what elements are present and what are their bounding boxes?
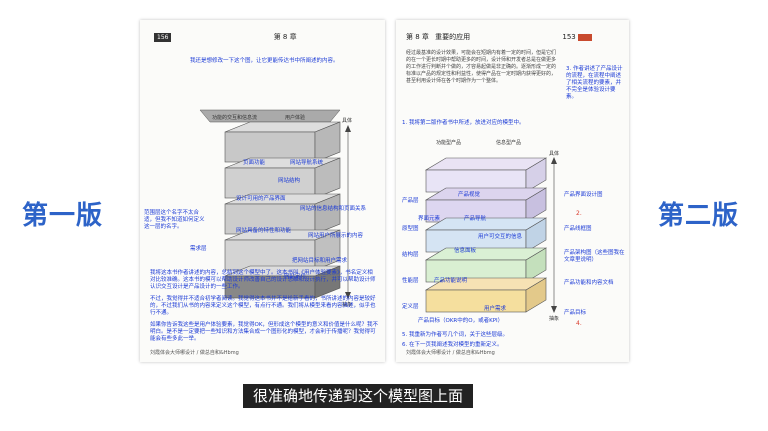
type-informational: 信息型产品: [496, 139, 521, 146]
marker-2: 2.: [576, 210, 582, 217]
chapter-title: 重要的应用: [435, 33, 471, 41]
note-page-function: 页面功能: [243, 160, 266, 166]
right-annotation: 3. 作者讲述了产品设计的流程，在流程中阐述了相关流程的要素，并不完全是体验设计…: [566, 66, 623, 100]
layer-diagram-v1: 具体 抽象 功能的交互和信息流 用户体验: [199, 109, 352, 308]
left-item-performance: 性能层: [402, 278, 419, 284]
left-item-product: 产品层: [402, 198, 419, 204]
left-item-ui-elements: 界面元素: [418, 216, 441, 222]
note-usable-ui: 设计可用的产品界面: [236, 196, 286, 202]
note-info-panel: 信息面板: [454, 248, 477, 254]
note-5: 5. 我重新为作者写几个词，关于这些层级。: [402, 332, 508, 338]
top-annotation: 我还是想修改一下这个图，让它更能传达书中所阐述的内容。: [190, 58, 339, 64]
left-page-header: 156 第 8 章: [154, 32, 297, 42]
paragraph-1: 我将这本书作者讲述的内容，总结到这个模型中了。这本书叫《用户体验要素》，书名定义…: [150, 270, 376, 290]
note-6: 6. 在下一页我阐述我对模型的重新定义。: [402, 342, 503, 348]
left-book-page: 156 第 8 章 我还是想修改一下这个图，让它更能传达书中所阐述的内容。 具体…: [140, 20, 385, 362]
second-edition-label: 第二版: [658, 201, 740, 231]
paragraph-2: 不过，我觉得并不适合初学者阅读。我觉得这本书并不是给新手看的，书所讲述的内容是较…: [150, 296, 376, 316]
right-item-wireframe: 产品线框图: [564, 226, 592, 232]
note-site-features: 网站具备的特性和功能: [236, 228, 292, 234]
note-site-content: 网站用户所展示的内容: [308, 233, 364, 239]
right-item-function-docs: 产品功能和内容文档: [564, 280, 614, 286]
left-item-structure: 结构层: [402, 252, 419, 258]
note-function-desc: 产品功能说明: [434, 278, 468, 284]
left-page-footer: 刘霞体会大师哪设计 / 做总自和&Hbmg: [150, 350, 239, 356]
layer-title-a: 功能的交互和信息流: [212, 114, 257, 121]
chapter-label: 第 8 章: [406, 33, 429, 41]
layer-title-b: 用户体验: [285, 114, 305, 121]
note-nav-system: 网站导航系统: [290, 160, 324, 166]
axis-bottom-label: 抽象: [342, 301, 352, 308]
page-number: 153: [562, 33, 576, 41]
left-item-definition: 定义层: [402, 304, 419, 310]
page-tab-marker: [577, 33, 592, 41]
first-edition-label: 第一版: [22, 201, 104, 231]
type-functional: 功能型产品: [436, 139, 461, 146]
note-product-nav: 产品导航: [464, 216, 487, 222]
right-item-product-goal: 产品目标: [564, 310, 587, 316]
right-item-ui-design: 产品界面设计图: [564, 192, 603, 198]
marker-4: 4.: [576, 320, 582, 327]
note-requirement-layer: 需求层: [190, 246, 207, 252]
note-1: 1. 我将第二版作者书中所述，放进对应的模型中。: [402, 120, 525, 126]
chapter-label: 第 8 章: [273, 33, 297, 41]
note-info-structure: 网站的信息结构和页面关系: [300, 206, 367, 212]
left-item-prototype: 原型图: [402, 226, 419, 232]
right-item-architecture: 产品架构图（这些图我在文章里说明）: [564, 250, 625, 263]
scope-layer-note: 范围层这个名字不太合适，但我不知道如何定义这一层的名字。: [144, 210, 205, 230]
note-user-needs: 用户需求: [484, 306, 507, 312]
right-page-header: 第 8 章 重要的应用 153: [406, 32, 592, 42]
note-goals-needs: 把网站目标和用户需求: [292, 258, 348, 264]
paragraph-3: 如果你告诉我这些是用户体验要素，我觉得OK，但形成这个模型的意义和价值是什么呢？…: [150, 322, 378, 342]
video-subtitle: 很准确地传递到这个模型图上面: [243, 384, 474, 408]
note-product-goal-okr: 产品目标（OKR中的O，或者KPI）: [418, 318, 504, 324]
axis-bottom-label: 抽象: [549, 315, 559, 322]
note-product-visual: 产品视觉: [458, 192, 481, 198]
intro-text: 经过最基准的设计效果，可能会在短期内有着一定的时间，但是它们的在一个更长时期中帮…: [406, 50, 557, 84]
axis-top-label: 具体: [342, 117, 352, 124]
note-site-structure: 网站结构: [278, 178, 301, 184]
right-book-page: 第 8 章 重要的应用 153 经过最基准的设计效果，可能会在短期内有着一定的时…: [396, 20, 629, 362]
right-page-footer: 刘霞体会大师哪设计 / 做总自和&Hbmg: [406, 350, 495, 356]
page-number: 156: [154, 33, 172, 42]
note-site-position: 网站定位: [284, 274, 307, 280]
note-interactive-info: 用户可交互的信息: [478, 234, 523, 240]
layer-diagram-v2: 功能型产品 信息型产品 具体 抽象: [424, 139, 559, 322]
axis-top-label: 具体: [549, 150, 559, 157]
